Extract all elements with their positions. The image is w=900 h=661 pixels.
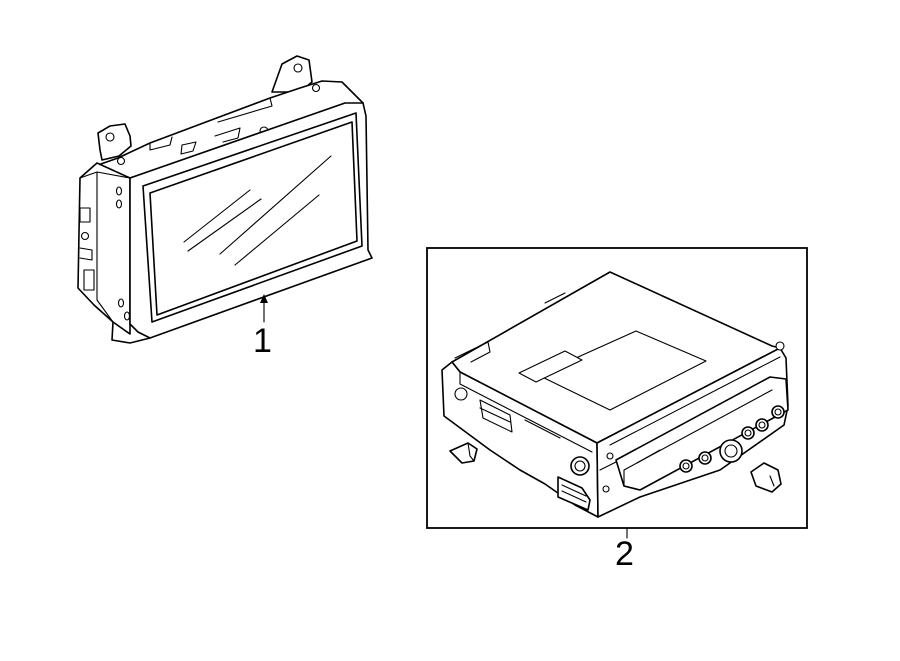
display-unit-illustration <box>77 55 373 344</box>
receiver-module-illustration <box>441 271 789 518</box>
callout-number-1: 1 <box>253 322 272 360</box>
callout-1-leader <box>260 294 268 323</box>
callout-number-2: 2 <box>615 535 634 573</box>
